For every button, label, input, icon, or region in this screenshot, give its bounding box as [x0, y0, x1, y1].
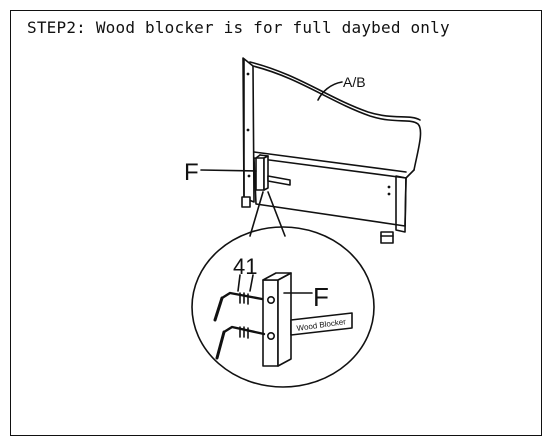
zoom-line-right — [267, 191, 286, 237]
label-f-detail: F — [313, 282, 329, 312]
label-f-main: F — [184, 159, 199, 186]
label-ab: A/B — [343, 74, 366, 90]
end-panel-ab — [241, 57, 422, 244]
leader-ab — [317, 81, 343, 101]
label-41: 41 — [233, 254, 257, 279]
wood-blocker-small — [255, 154, 291, 191]
zoom-line-left — [249, 191, 264, 237]
detail-circle — [191, 226, 375, 388]
step-title: STEP2: Wood blocker is for full daybed o… — [27, 18, 450, 37]
hardware-41 — [213, 274, 266, 360]
wood-blocker-detail — [262, 272, 353, 367]
panel-dots — [246, 72, 391, 196]
leader-f-main — [200, 169, 257, 172]
